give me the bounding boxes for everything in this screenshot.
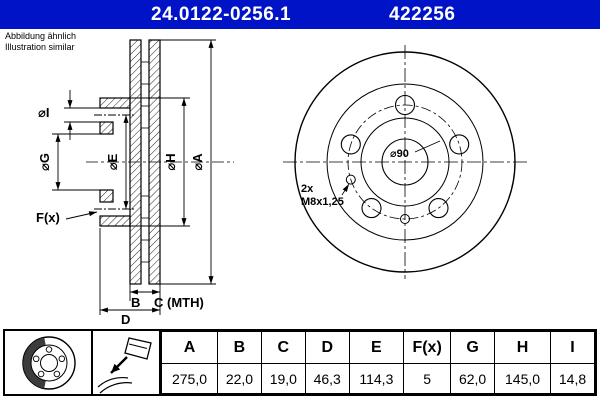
mounting-direction-icon [97,336,152,393]
vent-vanes [141,61,149,263]
bolt-holes [340,94,470,219]
value-a: 275,0 [161,363,218,394]
header-d: D [304,331,350,364]
hat-bottom-wall [99,215,131,227]
mounting-icon-cell [93,331,161,394]
dimension-table-value-row: 275,0 22,0 19,0 46,3 114,3 5 62,0 145,0 … [161,363,595,394]
value-g: 62,0 [450,363,496,394]
similarity-note: Abbildung ähnlich Illustration similar [5,31,76,52]
part-number: 24.0122-0256.1 [151,4,292,25]
disc-icon-cell [5,331,93,394]
bolt-circle [347,104,463,220]
header-i: I [550,331,595,364]
dimension-table-header-row: A B C D E F(x) G H I [161,331,595,364]
note-line-en: Illustration similar [5,41,75,52]
thread-holes [345,174,410,224]
label-thread-spec: M8x1,25 [301,196,344,208]
value-d: 46,3 [304,363,350,394]
thread-leader [341,183,350,196]
label-b: B [131,295,140,310]
bottom-strip: A B C D E F(x) G H I 275,0 22,0 19,0 46,… [3,329,597,396]
section-dimensions [52,39,216,315]
label-dia-h: ⌀H [163,153,178,170]
dimension-table: A B C D E F(x) G H I 275,0 22,0 19,0 46,… [161,331,595,394]
value-f: 5 [403,363,452,394]
mount-face-upper [99,121,114,135]
centre-bore-circle [381,138,429,186]
note-line-de: Abbildung ähnlich [5,31,77,41]
label-dia-i: ⌀I [38,105,49,120]
header-e: E [348,331,405,364]
hat-top-wall [99,97,131,109]
value-c: 19,0 [260,363,306,394]
header-h: H [494,331,552,364]
inboard-plate [129,39,142,285]
outboard-plate [148,39,161,285]
value-i: 14,8 [550,363,595,394]
hub-register-circle [360,117,450,207]
header-b: B [217,331,262,364]
hub-diameter-leader [414,140,441,153]
label-thread-count: 2x [301,183,314,195]
brake-disc-icon [22,335,76,390]
value-e: 114,3 [348,363,405,394]
mount-face-lower [99,189,114,203]
reference-number: 422256 [389,4,456,25]
header-a: A [161,331,218,364]
outer-diameter-circle [294,51,516,273]
header-bar: 24.0122-0256.1 422256 [0,0,600,29]
label-hub-diameter: ⌀90 [390,148,409,160]
header-f: F(x) [403,331,452,364]
label-dia-e: ⌀E [105,153,120,170]
friction-inner-circle [326,83,484,241]
value-b: 22,0 [217,363,262,394]
front-view [283,45,527,279]
label-c-mth: C (MTH) [154,295,204,310]
header-c: C [260,331,306,364]
header-g: G [450,331,496,364]
label-f-x: F(x) [36,210,60,225]
technical-drawing: ⌀I ⌀G ⌀E ⌀H ⌀A F(x) B C (MTH) D [36,39,527,327]
label-dia-g: ⌀G [37,153,52,171]
label-dia-a: ⌀A [190,153,205,171]
label-d: D [121,312,130,327]
value-h: 145,0 [494,363,552,394]
